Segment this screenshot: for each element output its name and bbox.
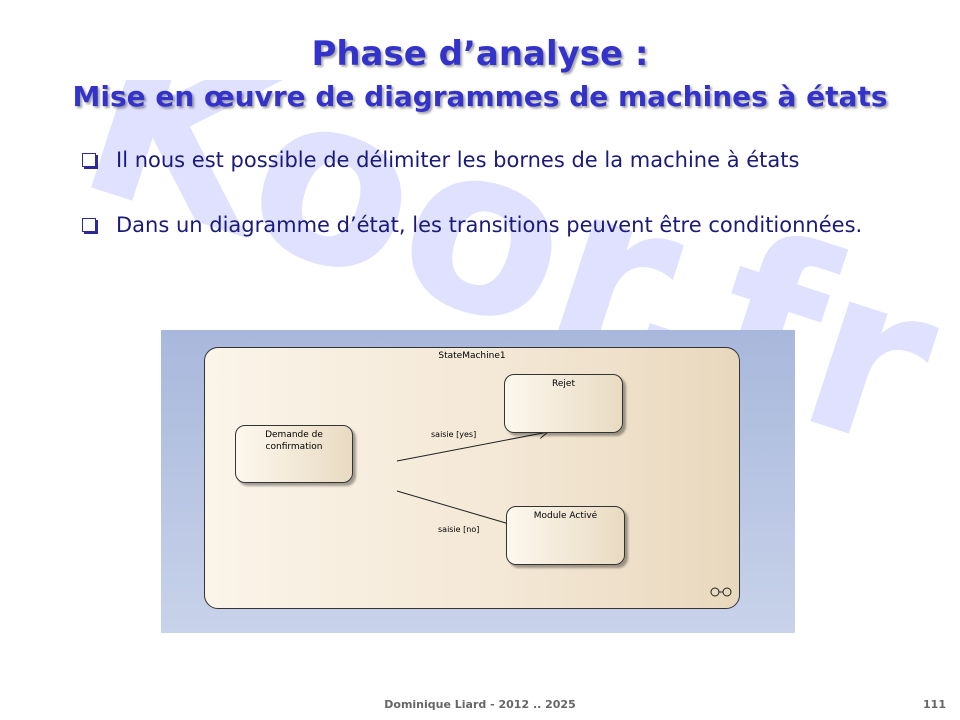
slide-subtitle: Mise en œuvre de diagrammes de machines … xyxy=(72,80,888,113)
page-number: 111 xyxy=(923,698,946,711)
final-state-icon xyxy=(710,587,732,597)
state-machine-diagram: StateMachine1 Demande de confirmation Re… xyxy=(161,330,795,633)
bullet-text: Il nous est possible de délimiter les bo… xyxy=(116,148,800,172)
state-demande-confirmation: Demande de confirmation xyxy=(235,425,353,483)
bullet-item: Il nous est possible de délimiter les bo… xyxy=(82,146,878,175)
state-machine-name: StateMachine1 xyxy=(438,351,506,361)
checkbox-bullet-icon xyxy=(82,218,96,232)
transition-yes-arrow xyxy=(396,432,548,462)
transition-no-label: saisie [no] xyxy=(438,525,480,534)
bullet-list: Il nous est possible de délimiter les bo… xyxy=(82,146,878,276)
bullet-item: Dans un diagramme d’état, les transition… xyxy=(82,211,878,240)
footer-author: Dominique Liard - 2012 .. 2025 xyxy=(384,698,576,711)
checkbox-bullet-icon xyxy=(82,153,96,167)
state-rejet: Rejet xyxy=(504,374,623,433)
transition-yes-label: saisie [yes] xyxy=(431,430,477,439)
state-label: Rejet xyxy=(552,379,575,389)
state-label: Module Activé xyxy=(533,511,598,521)
state-module-active: Module Activé xyxy=(506,506,625,565)
slide-title: Phase d’analyse : xyxy=(311,34,649,74)
bullet-text: Dans un diagramme d’état, les transition… xyxy=(116,213,863,237)
state-label: Demande de confirmation xyxy=(265,430,323,452)
